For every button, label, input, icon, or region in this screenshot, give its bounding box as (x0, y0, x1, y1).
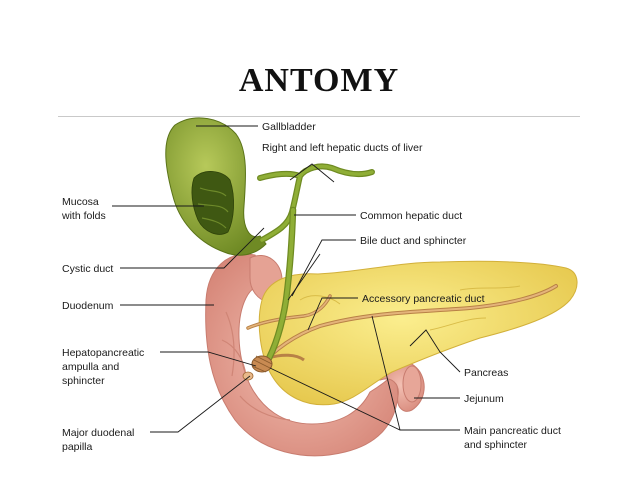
pancreatic-ducts (246, 284, 558, 370)
label-papilla-line2: papilla (62, 441, 93, 453)
label-gallbladder: Gallbladder (262, 121, 316, 133)
label-jejunum: Jejunum (464, 393, 504, 405)
leader-lines (112, 125, 461, 433)
label-mucosa-line2: with folds (61, 210, 106, 222)
label-main-duct-line2: and sphincter (464, 439, 528, 451)
label-main-duct-line1: Main pancreatic duct (464, 425, 561, 437)
label-cystic-duct: Cystic duct (62, 263, 113, 275)
label-accessory-duct: Accessory pancreatic duct (362, 293, 485, 305)
label-ampulla-line3: sphincter (62, 375, 105, 387)
label-common-hepatic-duct: Common hepatic duct (360, 210, 462, 222)
label-pancreas: Pancreas (464, 367, 508, 379)
label-papilla-line1: Major duodenal (62, 427, 134, 439)
label-hepatic-ducts: Right and left hepatic ducts of liver (262, 142, 423, 154)
title-divider (58, 116, 580, 117)
label-duodenum: Duodenum (62, 300, 114, 312)
label-ampulla-line1: Hepatopancreatic (62, 347, 144, 359)
label-mucosa-line1: Mucosa (62, 196, 99, 208)
label-ampulla-line2: ampulla and (62, 361, 119, 373)
ampulla-shape (242, 355, 273, 381)
gallbladder-shape (165, 117, 267, 256)
label-bile-duct: Bile duct and sphincter (360, 235, 467, 247)
slide-title: ANTOMY (238, 62, 400, 99)
pancreas-shape (258, 260, 578, 406)
